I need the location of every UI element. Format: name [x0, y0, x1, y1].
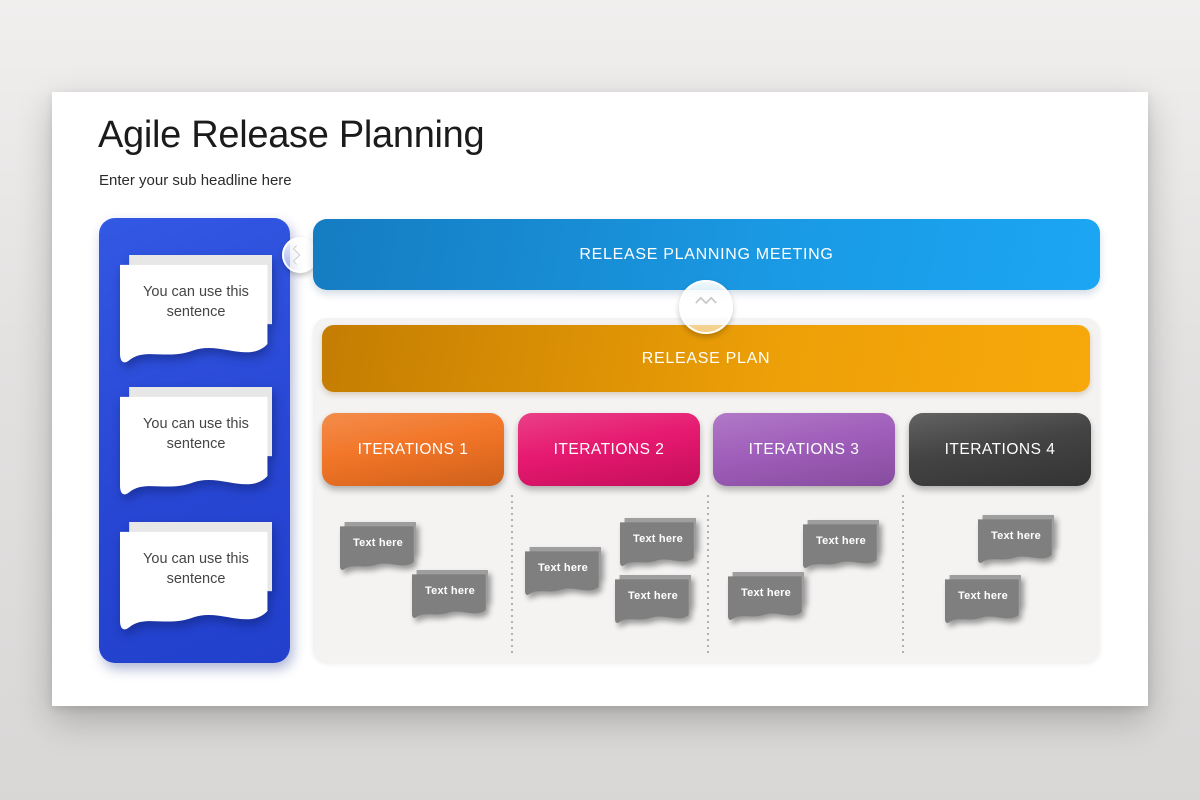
- sticky-sheet-shape: [615, 575, 691, 623]
- sentence-sidebar: You can use this sentence You can use th…: [99, 218, 290, 663]
- release-plan-banner: RELEASE PLAN: [322, 325, 1090, 392]
- paper-sheet-shape: [120, 387, 272, 495]
- sticky-sheet-shape: [525, 547, 601, 595]
- sticky-sheet-shape: [412, 570, 488, 618]
- iteration-1-box: ITERATIONS 1: [322, 413, 504, 486]
- sentence-note: You can use this sentence: [120, 255, 272, 367]
- paper-sheet-shape: [120, 255, 272, 363]
- sentence-note-label: You can use this sentence: [143, 551, 249, 587]
- sentence-note: You can use this sentence: [120, 522, 272, 634]
- sticky-note: Text here: [340, 522, 416, 572]
- sticky-note-label: Text here: [538, 562, 588, 574]
- sticky-sheet-shape: [728, 572, 804, 620]
- slide-subtitle: Enter your sub headline here: [99, 172, 292, 189]
- release-planning-meeting-label: RELEASE PLANNING MEETING: [579, 245, 834, 263]
- sentence-note: You can use this sentence: [120, 387, 272, 499]
- sticky-sheet-shape: [803, 520, 879, 568]
- sticky-note: Text here: [978, 515, 1054, 565]
- iteration-2-box: ITERATIONS 2: [518, 413, 700, 486]
- iteration-2-label: ITERATIONS 2: [553, 440, 665, 458]
- sticky-note: Text here: [412, 570, 488, 620]
- sentence-note-label: You can use this sentence: [143, 416, 249, 452]
- sentence-note-label: You can use this sentence: [143, 284, 249, 320]
- slide-title: Agile Release Planning: [98, 114, 485, 156]
- sticky-note: Text here: [620, 518, 696, 568]
- sticky-note-label: Text here: [958, 590, 1008, 602]
- slide-canvas: Agile Release Planning Enter your sub he…: [52, 92, 1148, 706]
- sticky-note: Text here: [803, 520, 879, 570]
- sticky-note-label: Text here: [991, 530, 1041, 542]
- sticky-note-label: Text here: [353, 537, 403, 549]
- chevron-down-icon: [679, 280, 733, 334]
- sticky-note: Text here: [525, 547, 601, 597]
- iteration-3-box: ITERATIONS 3: [713, 413, 895, 486]
- sticky-note-label: Text here: [816, 535, 866, 547]
- iteration-3-label: ITERATIONS 3: [748, 440, 860, 458]
- sticky-note: Text here: [615, 575, 691, 625]
- column-divider: [902, 495, 904, 653]
- column-divider: [511, 495, 513, 653]
- sticky-note-label: Text here: [425, 585, 475, 597]
- paper-sheet-shape: [120, 522, 272, 630]
- iteration-4-box: ITERATIONS 4: [909, 413, 1091, 486]
- release-plan-label: RELEASE PLAN: [641, 349, 771, 367]
- sticky-sheet-shape: [978, 515, 1054, 563]
- sticky-note-label: Text here: [741, 587, 791, 599]
- release-plan-panel: RELEASE PLAN ITERATIONS 1 ITERATIONS 2 I…: [313, 318, 1100, 662]
- sticky-note-label: Text here: [633, 533, 683, 545]
- sticky-note: Text here: [728, 572, 804, 622]
- sticky-sheet-shape: [620, 518, 696, 566]
- sticky-note: Text here: [945, 575, 1021, 625]
- iteration-4-label: ITERATIONS 4: [944, 440, 1056, 458]
- sticky-sheet-shape: [340, 522, 416, 570]
- sticky-sheet-shape: [945, 575, 1021, 623]
- chevron-right-icon: [282, 237, 318, 273]
- release-planning-meeting-banner: RELEASE PLANNING MEETING: [313, 219, 1100, 290]
- column-divider: [707, 495, 709, 653]
- sticky-note-label: Text here: [628, 590, 678, 602]
- iteration-1-label: ITERATIONS 1: [357, 440, 469, 458]
